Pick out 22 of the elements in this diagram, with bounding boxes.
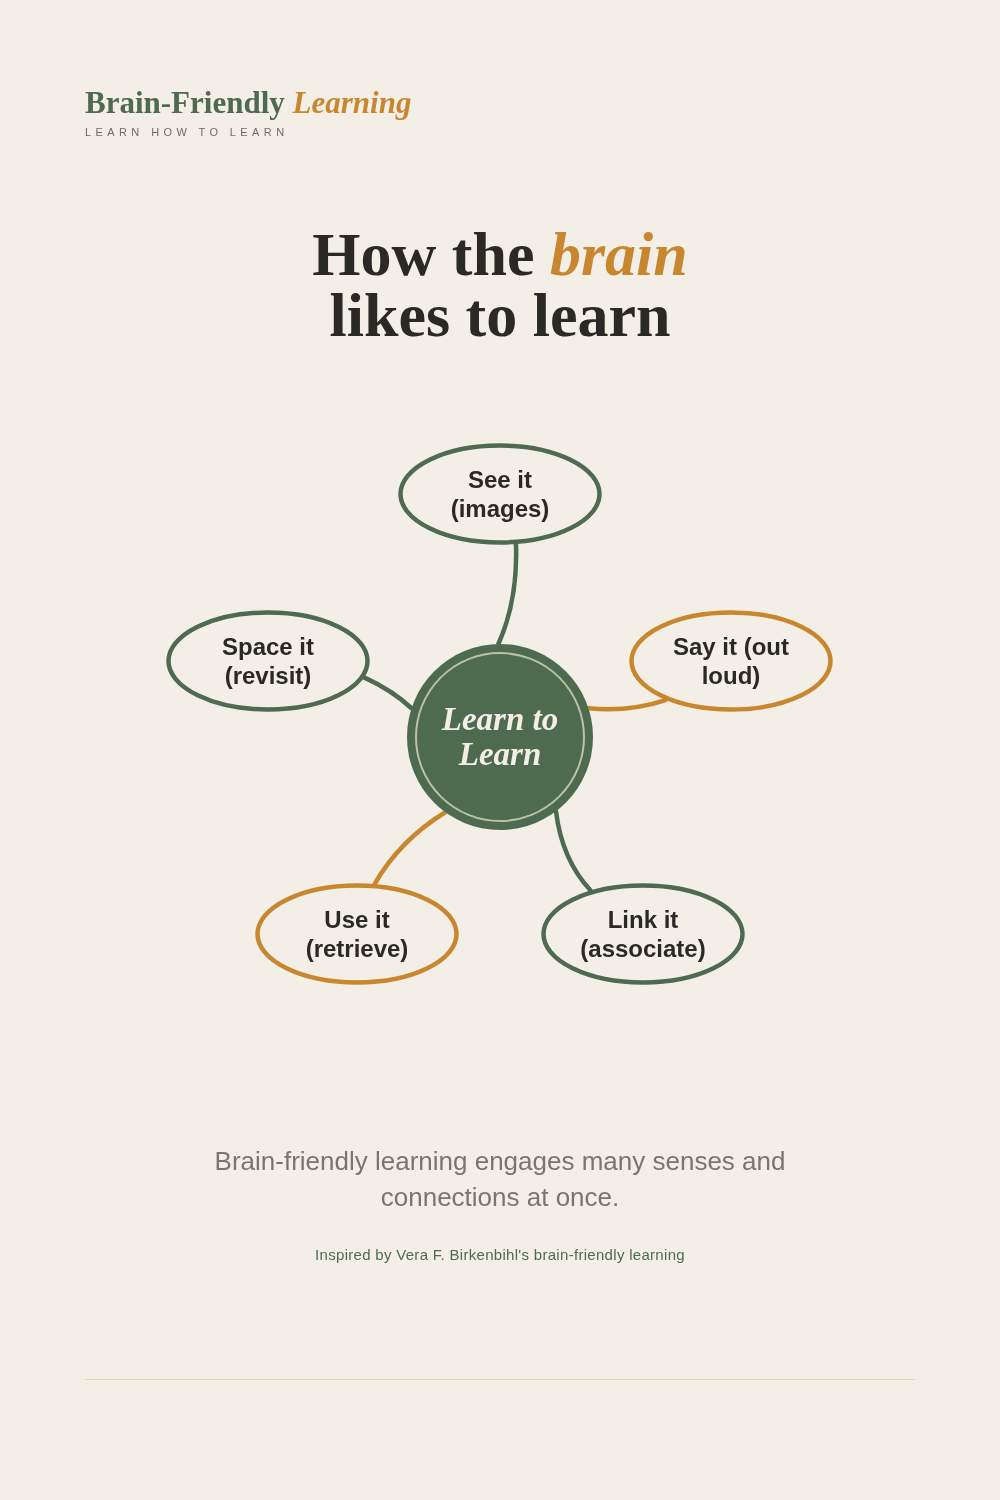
connector-line xyxy=(496,542,519,647)
tagline: LEARN HOW TO LEARN xyxy=(85,125,289,139)
node-label: Learn to Learn xyxy=(440,702,560,772)
topic-ellipse-node xyxy=(398,443,602,545)
topic-ellipse-node xyxy=(629,610,833,712)
node-label: Space it (revisit) xyxy=(220,632,315,690)
central-circle-node xyxy=(407,644,593,830)
caption: Brain-friendly learning engages many senses and connections at once. xyxy=(213,1145,787,1214)
main-title: How the brain likes to learn xyxy=(311,224,689,346)
node-label: Say it (out loud) xyxy=(672,632,790,690)
connector-line xyxy=(586,697,668,712)
connector-line xyxy=(362,675,414,711)
series-title: Brain-Friendly Learning xyxy=(85,84,412,122)
topic-ellipse-node xyxy=(255,883,459,985)
connector-line xyxy=(372,810,448,886)
connector-line xyxy=(553,809,593,893)
node-label: See it (images) xyxy=(449,465,551,523)
topic-ellipse-node xyxy=(166,610,370,712)
node-label: Link it (associate) xyxy=(579,905,707,963)
topic-ellipse-node xyxy=(541,883,745,985)
node-label: Use it (retrieve) xyxy=(304,905,410,963)
credit-note: Inspired by Vera F. Birkenbihl's brain-friendly learning xyxy=(315,1245,685,1265)
